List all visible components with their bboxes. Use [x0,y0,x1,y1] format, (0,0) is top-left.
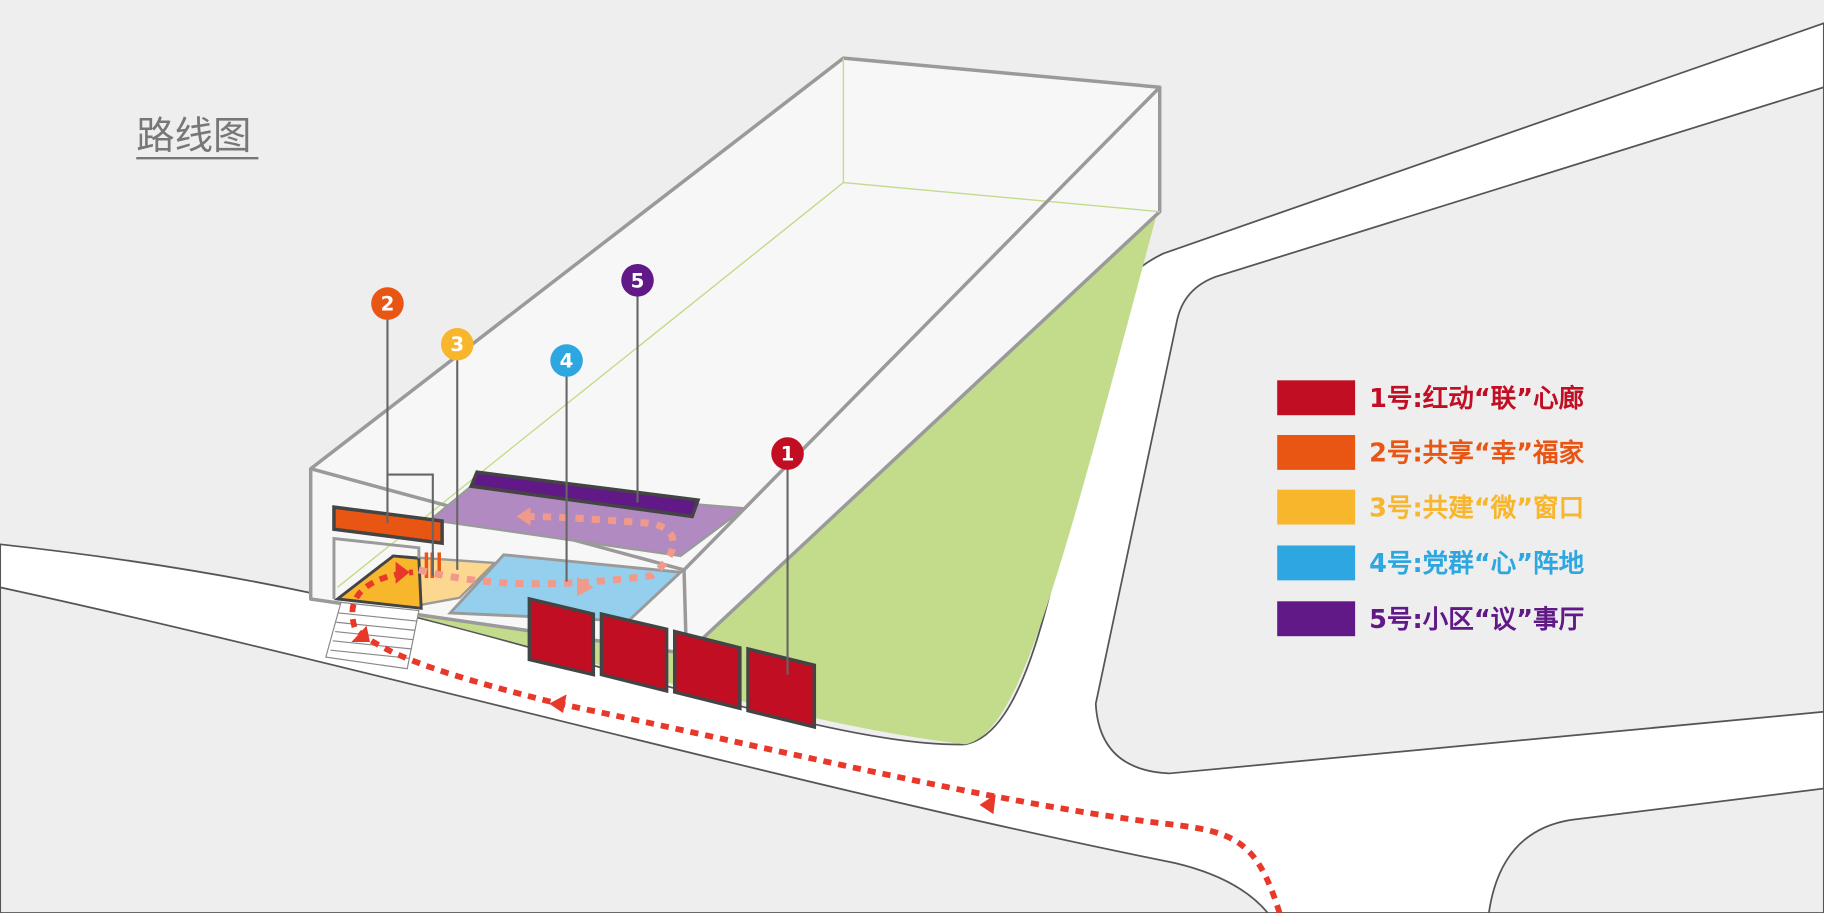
marker-1[interactable]: 1 [771,437,804,470]
room-1-panels [527,596,817,730]
legend-label: 3号:共建“微”窗口 [1369,492,1584,523]
indoor-route [418,512,677,588]
legend-label: 4号:党群“心”阵地 [1369,549,1585,579]
legend-swatch [1277,601,1356,637]
block-bottom-right [1487,787,1824,913]
room-2-bar [332,505,444,546]
legend-swatch [1277,434,1356,470]
room-5-bar [468,470,701,519]
legend-item-1: 1号:红动“联”心廊 [1277,380,1584,416]
legend-item-2: 2号:共享“幸”福家 [1277,434,1585,470]
marker-number: 1 [781,443,795,466]
legend: 1号:红动“联”心廊 2号:共享“幸”福家 3号:共建“微”窗口 4号:党群“心… [1277,380,1585,637]
marker-number: 5 [631,269,645,292]
legend-item-5: 5号:小区“议”事厅 [1277,601,1584,637]
legend-label: 2号:共享“幸”福家 [1369,438,1585,469]
page-title: 路线图 [136,114,251,159]
marker-3[interactable]: 3 [440,327,474,361]
marker-number: 4 [560,350,574,373]
leader-lines [386,280,789,675]
route-arrows [351,507,996,815]
marker-2[interactable]: 2 [371,287,404,320]
legend-swatch [1277,380,1356,416]
rooms [325,470,817,730]
legend-swatch [1277,545,1356,581]
stairs [325,601,420,670]
marker-number: 2 [381,293,395,316]
green-space [407,211,1158,745]
legend-swatch [1277,489,1356,525]
outdoor-route [349,569,1283,913]
marker-5[interactable]: 5 [621,264,654,297]
block-bottom-left [0,586,1270,913]
marker-4[interactable]: 4 [550,344,583,377]
legend-item-3: 3号:共建“微”窗口 [1277,489,1584,525]
legend-label: 1号:红动“联”心廊 [1369,383,1584,414]
marker-number: 3 [450,333,464,356]
legend-label: 5号:小区“议”事厅 [1369,605,1584,635]
legend-item-4: 4号:党群“心”阵地 [1277,545,1585,581]
